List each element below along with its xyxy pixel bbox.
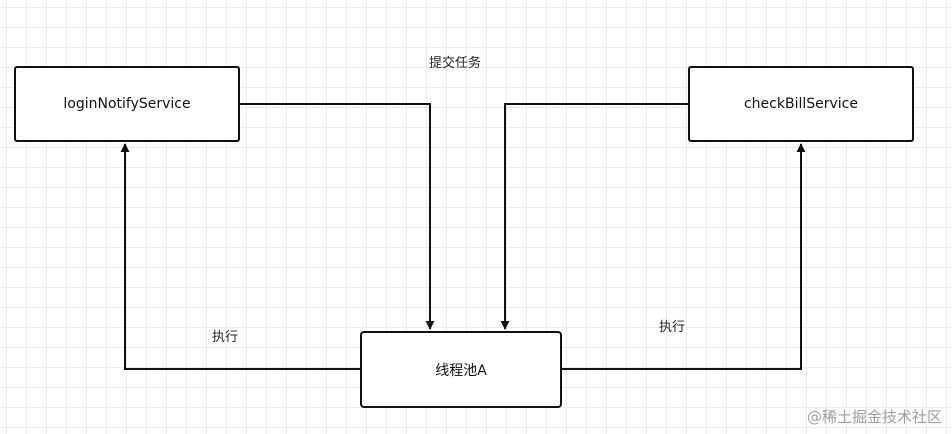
node-check-bill-service-label: checkBillService [743,96,858,112]
edge-label-submit-task: 提交任务 [429,56,482,71]
node-check-bill-service[interactable]: checkBillService [688,66,914,142]
node-login-notify-service-label: loginNotifyService [63,96,191,112]
watermark-text: @稀土掘金技术社区 [806,408,942,426]
arrow-pool-execute-to-login [120,143,360,370]
arrow-login-submit-to-pool [240,103,435,330]
node-login-notify-service[interactable]: loginNotifyService [14,66,240,142]
arrow-check-submit-to-pool [500,103,688,330]
edge-label-execute-left: 执行 [212,330,239,345]
node-thread-pool-label: 线程池A [435,362,487,379]
edge-label-execute-right: 执行 [659,320,686,335]
node-thread-pool[interactable]: 线程池A [360,331,562,408]
arrow-pool-execute-to-check [562,143,806,370]
